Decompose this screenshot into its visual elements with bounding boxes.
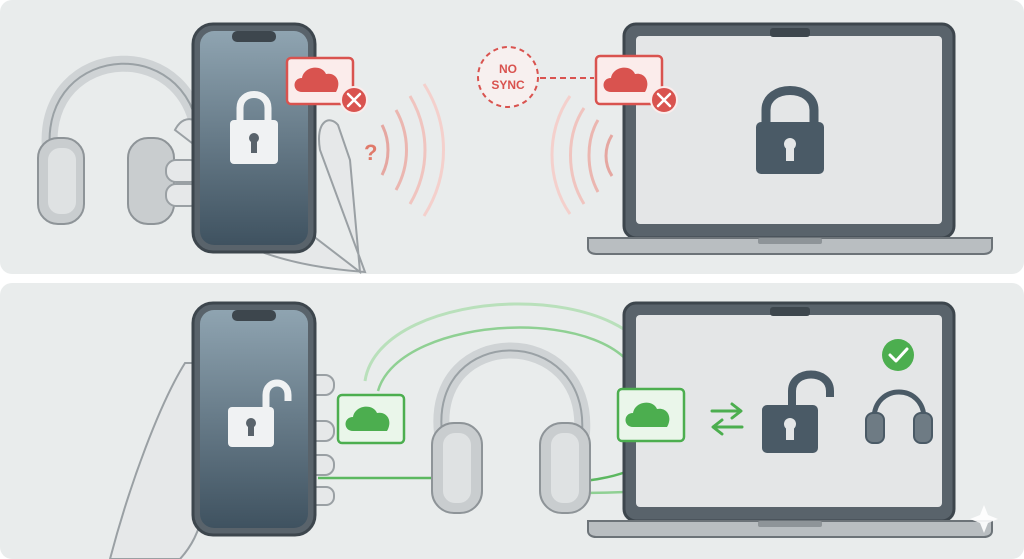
no-sync-line2: SYNC (491, 78, 525, 92)
headphones-icon (865, 389, 933, 444)
top-scene-illustration: ? NO SYNC (37, 22, 993, 274)
cloud-error-icon (285, 56, 368, 114)
top-scene-panel: ? NO SYNC (0, 0, 1024, 274)
cloud-error-icon (594, 54, 678, 114)
question-mark-label: ? (364, 140, 377, 165)
bottom-scene-illustration (108, 301, 998, 559)
signal-waves-icon (380, 83, 445, 217)
no-sync-line1: NO (499, 62, 517, 76)
unlock-icon (762, 370, 834, 453)
phone-unlock-icon (191, 301, 317, 537)
no-sync-badge: NO SYNC (477, 46, 594, 108)
cloud-ok-icon (616, 387, 686, 443)
check-icon (882, 339, 914, 371)
sparkle-icon (970, 505, 998, 533)
bottom-scene-panel (0, 283, 1024, 559)
cloud-ok-icon (336, 393, 406, 445)
swap-arrows-icon (710, 402, 744, 436)
laptop-lock-icon (587, 22, 993, 255)
headphones-icon (431, 342, 591, 514)
signal-waves-icon (550, 95, 614, 215)
phone-lock-icon (191, 22, 317, 254)
